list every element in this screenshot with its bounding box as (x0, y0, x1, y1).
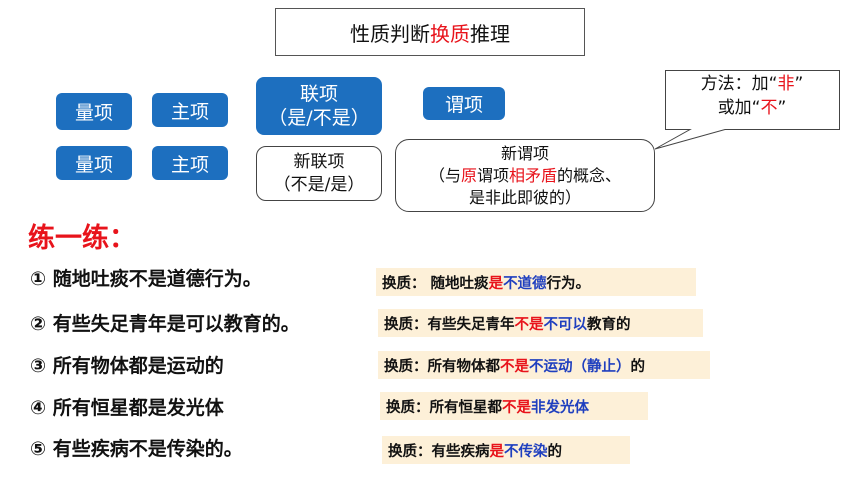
subject-box: 主项 (152, 93, 228, 127)
quantity-label: 量项 (74, 102, 113, 124)
practice-title: 练一练： (28, 223, 136, 254)
predicate-label: 谓项 (444, 94, 483, 116)
method-bu: 不 (760, 98, 778, 118)
copula-options: （是/不是） (268, 107, 370, 129)
title-pre: 性质判断 (350, 21, 430, 46)
title-highlight: 换质 (430, 21, 470, 46)
question-5: ⑤ 有些疾病不是传染的。 (30, 438, 243, 460)
answer-2: 换质：有些失足青年不是不可以教育的 (378, 309, 703, 337)
answer-4: 换质：所有恒星都不是非发光体 (380, 392, 648, 420)
page-title: 性质判断换质推理 (275, 8, 585, 56)
subject-label-2: 主项 (170, 153, 209, 176)
new-predicate-desc-1: （与原谓项相矛盾的概念、 (428, 165, 622, 185)
question-1: ① 随地吐痰不是道德行为。 (30, 268, 262, 290)
question-4: ④ 所有恒星都是发光体 (30, 397, 224, 419)
question-3: ③ 所有物体都是运动的 (30, 355, 224, 377)
method-callout-shape (654, 70, 840, 150)
answer-1: 换质： 随地吐痰是不道德行为。 (376, 268, 696, 296)
subject-box-2: 主项 (152, 146, 228, 180)
quantity-label-2: 量项 (74, 153, 113, 176)
quantity-box-2: 量项 (56, 146, 132, 180)
copula-label: 联项 (299, 83, 338, 105)
subject-label: 主项 (170, 100, 209, 123)
new-predicate-box: 新谓项 （与原谓项相矛盾的概念、 是非此即彼的） (395, 139, 655, 212)
method-fei: 非 (777, 74, 795, 94)
new-predicate-label: 新谓项 (500, 143, 549, 163)
new-copula-label: 新联项 (293, 151, 345, 172)
quantity-box: 量项 (56, 93, 132, 130)
new-copula-options: （不是/是） (273, 174, 365, 195)
answer-3: 换质：所有物体都不是不运动（静止）的 (378, 351, 710, 379)
predicate-box: 谓项 (423, 87, 505, 120)
question-2: ② 有些失足青年是可以教育的。 (30, 313, 300, 335)
method-text: 方法：加“非” 或加“不” (700, 74, 804, 118)
new-predicate-desc-2: 是非此即彼的） (468, 187, 581, 207)
answer-5: 换质：有些疾病是不传染的 (382, 436, 630, 464)
copula-box: 联项 （是/不是） (256, 77, 382, 135)
new-copula-box: 新联项 （不是/是） (256, 146, 382, 201)
title-post: 推理 (470, 21, 510, 46)
